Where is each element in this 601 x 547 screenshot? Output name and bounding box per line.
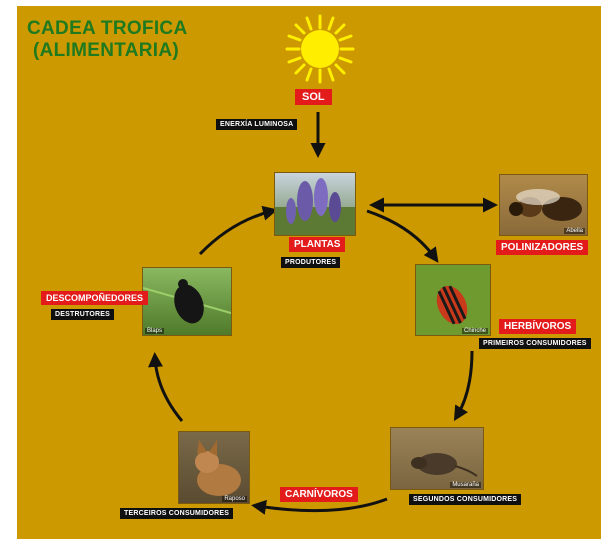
beetle-image [143,279,231,324]
bee-image [509,189,582,221]
arrows-layer [148,112,498,515]
decomposers-role: DESTRUTORES [51,309,114,320]
carnivores-label: CARNÍVOROS [280,487,358,502]
sun-label: SOL [295,89,332,105]
plants-label: PLANTAS [289,237,346,252]
decomposers-label: DESCOMPOÑEDORES [41,291,149,305]
decomposers-photo: Blaps [142,267,232,336]
pollinators-photo: Abella [499,174,588,236]
arrow-plants-to-herbivores [366,209,439,263]
title-line-2: (ALIMENTARIA) [33,40,180,61]
decomposers-photo-tag: Blaps [145,328,165,334]
second-consumers-photo-tag: Musaraña [450,482,481,488]
herbivores-label: HERBÍVOROS [499,319,577,334]
diagram-background: CADEA TROFICA (ALIMENTARIA) SOL [17,6,601,539]
arrow-herbivores-to-second [453,350,474,422]
plants-photo [274,172,356,236]
shield-bug-image [416,265,490,335]
title-line-1: CADEA TROFICA [27,18,188,39]
second-consumers-photo: Musaraña [390,427,484,490]
energy-label: ENERXÍA LUMINOSA [216,119,298,130]
herbivores-photo: Chinche [415,264,491,336]
second-consumers-role: SEGUNDOS CONSUMIDORES [409,494,522,505]
pollinators-photo-tag: Abella [564,228,585,234]
herbivores-photo-tag: Chinche [461,328,488,334]
pollinators-label: POLINIZADORES [496,240,589,255]
diagram-title: CADEA TROFICA (ALIMENTARIA) [27,18,187,62]
carnivores-role: TERCEIROS CONSUMIDORES [120,508,234,519]
arrow-decomposers-to-plants [198,205,278,256]
shrew-image [411,453,478,477]
herbivores-role: PRIMEIROS CONSUMIDORES [479,338,591,349]
sun-icon [285,14,355,84]
lavender-image [275,178,355,235]
carnivores-photo-tag: Raposo [222,496,247,502]
plants-role: PRODUTORES [281,257,341,268]
carnivores-photo: Raposo [178,431,250,504]
fox-image [195,440,241,496]
arrow-second-to-carnivores [251,497,388,515]
arrow-carnivores-to-decomposers [148,352,184,422]
